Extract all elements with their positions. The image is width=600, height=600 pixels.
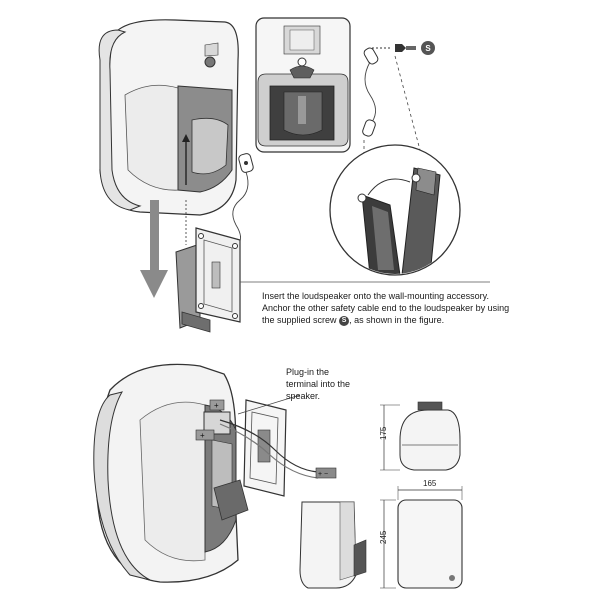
insert-direction-arrow	[150, 200, 159, 272]
plug-line-3: speaker.	[286, 391, 321, 401]
plug-line-2: terminal into the	[286, 379, 351, 389]
speaker-screw-point	[204, 56, 216, 68]
plug-in-instruction-text: Plug-in the terminal into the speaker.	[286, 366, 366, 402]
safety-cable-right	[364, 61, 376, 123]
dim-width-label: 165	[423, 479, 437, 488]
wall-bracket	[175, 227, 241, 333]
speaker-mount-slot	[191, 117, 229, 175]
top-view: 175	[379, 401, 461, 471]
front-view	[397, 499, 463, 589]
mount-line-2: Anchor the other safety cable end to the…	[262, 303, 510, 313]
mount-line-3-after: , as shown in the figure.	[349, 315, 445, 325]
mount-line-3: the supplied screw S, as shown in the fi…	[262, 314, 492, 326]
screw-s-inline-badge: S	[339, 315, 350, 326]
screw-s-label: S	[425, 44, 431, 53]
terminal-plus-label-2: +	[200, 431, 205, 440]
speaker-body-front	[98, 29, 142, 211]
speaker-front-edge	[93, 391, 151, 581]
safety-cable-left	[232, 171, 249, 245]
mount-line-1: Insert the loudspeaker onto the wall-mou…	[262, 291, 489, 301]
speaker-grille-curve	[124, 84, 181, 191]
mount-line-3-before: the supplied screw	[262, 315, 337, 325]
screw-s-badge	[421, 41, 435, 55]
terminal-plus-label: +	[214, 401, 219, 410]
detail-magnifier	[329, 144, 461, 276]
back-screw-hole	[297, 57, 307, 67]
dim-height-label: 245	[379, 530, 388, 544]
mounting-instruction-text: Insert the loudspeaker onto the wall-mou…	[262, 290, 510, 326]
speaker-back-view-figure: S	[255, 17, 435, 185]
supplied-screw: S	[372, 41, 435, 55]
terminal-connection-figure: + + + −	[93, 363, 337, 583]
connector-polarity-label: + −	[318, 471, 328, 478]
dimension-drawings: 175 165 245	[299, 401, 463, 589]
speaker-insertion-figure	[98, 19, 490, 333]
plug-line-1: Plug-in the	[286, 367, 330, 377]
wire-connector	[315, 467, 337, 479]
dim-depth-label: 175	[379, 426, 388, 440]
speaker-wire	[219, 419, 319, 473]
